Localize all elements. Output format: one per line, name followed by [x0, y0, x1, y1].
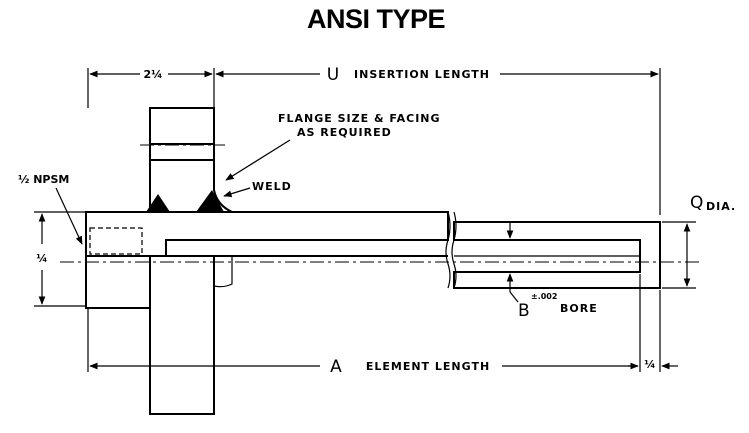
thread-label: ½ NPSM — [18, 173, 69, 186]
tip-diameter-symbol: Q — [690, 193, 703, 213]
dim-element-length: A ELEMENT LENGTH — [87, 274, 641, 377]
element-length-text: ELEMENT LENGTH — [366, 360, 490, 373]
dim-flange-thickness-label: 2¼ — [143, 68, 162, 81]
bore-tolerance: ±.002 — [531, 292, 557, 301]
flange-note-leader — [225, 139, 291, 181]
flange-lower — [85, 255, 448, 415]
thread-hidden-lines — [89, 227, 143, 255]
weld-label: WELD — [252, 180, 292, 193]
thread-offset-label: ¼ — [36, 252, 47, 265]
weld-bead-right — [196, 190, 224, 212]
bore-text: BORE — [560, 302, 598, 315]
element-length-symbol: A — [330, 357, 342, 377]
insertion-length-text: INSERTION LENGTH — [354, 68, 490, 81]
flange-note-line1: FLANGE SIZE & FACING — [278, 112, 441, 125]
insertion-length-symbol: U — [327, 65, 339, 85]
thread-leader — [55, 187, 83, 245]
dim-thread-offset: ¼ — [34, 211, 86, 307]
dim-bore: B ±.002 BORE — [506, 222, 598, 321]
flange-upper — [140, 107, 233, 213]
tip-diameter-text: DIA. — [706, 200, 736, 213]
tip-allowance-label: ¼ — [644, 358, 655, 371]
diagram-title: ANSI TYPE — [307, 4, 445, 34]
stem-wall-upper-left — [85, 211, 449, 257]
flange-note-line2: AS REQUIRED — [297, 126, 392, 139]
dim-tip-allowance: ¼ — [628, 290, 678, 372]
stem-wall-tip — [453, 221, 661, 289]
weld-leader — [223, 187, 251, 197]
weld-bead-left — [146, 194, 170, 212]
bore-symbol: B — [518, 301, 530, 321]
dim-flange-thickness: 2¼ — [87, 68, 215, 108]
break-line — [445, 211, 451, 289]
dim-tip-diameter: Q DIA. — [662, 193, 736, 289]
dim-insertion-length: U INSERTION LENGTH — [215, 65, 661, 215]
